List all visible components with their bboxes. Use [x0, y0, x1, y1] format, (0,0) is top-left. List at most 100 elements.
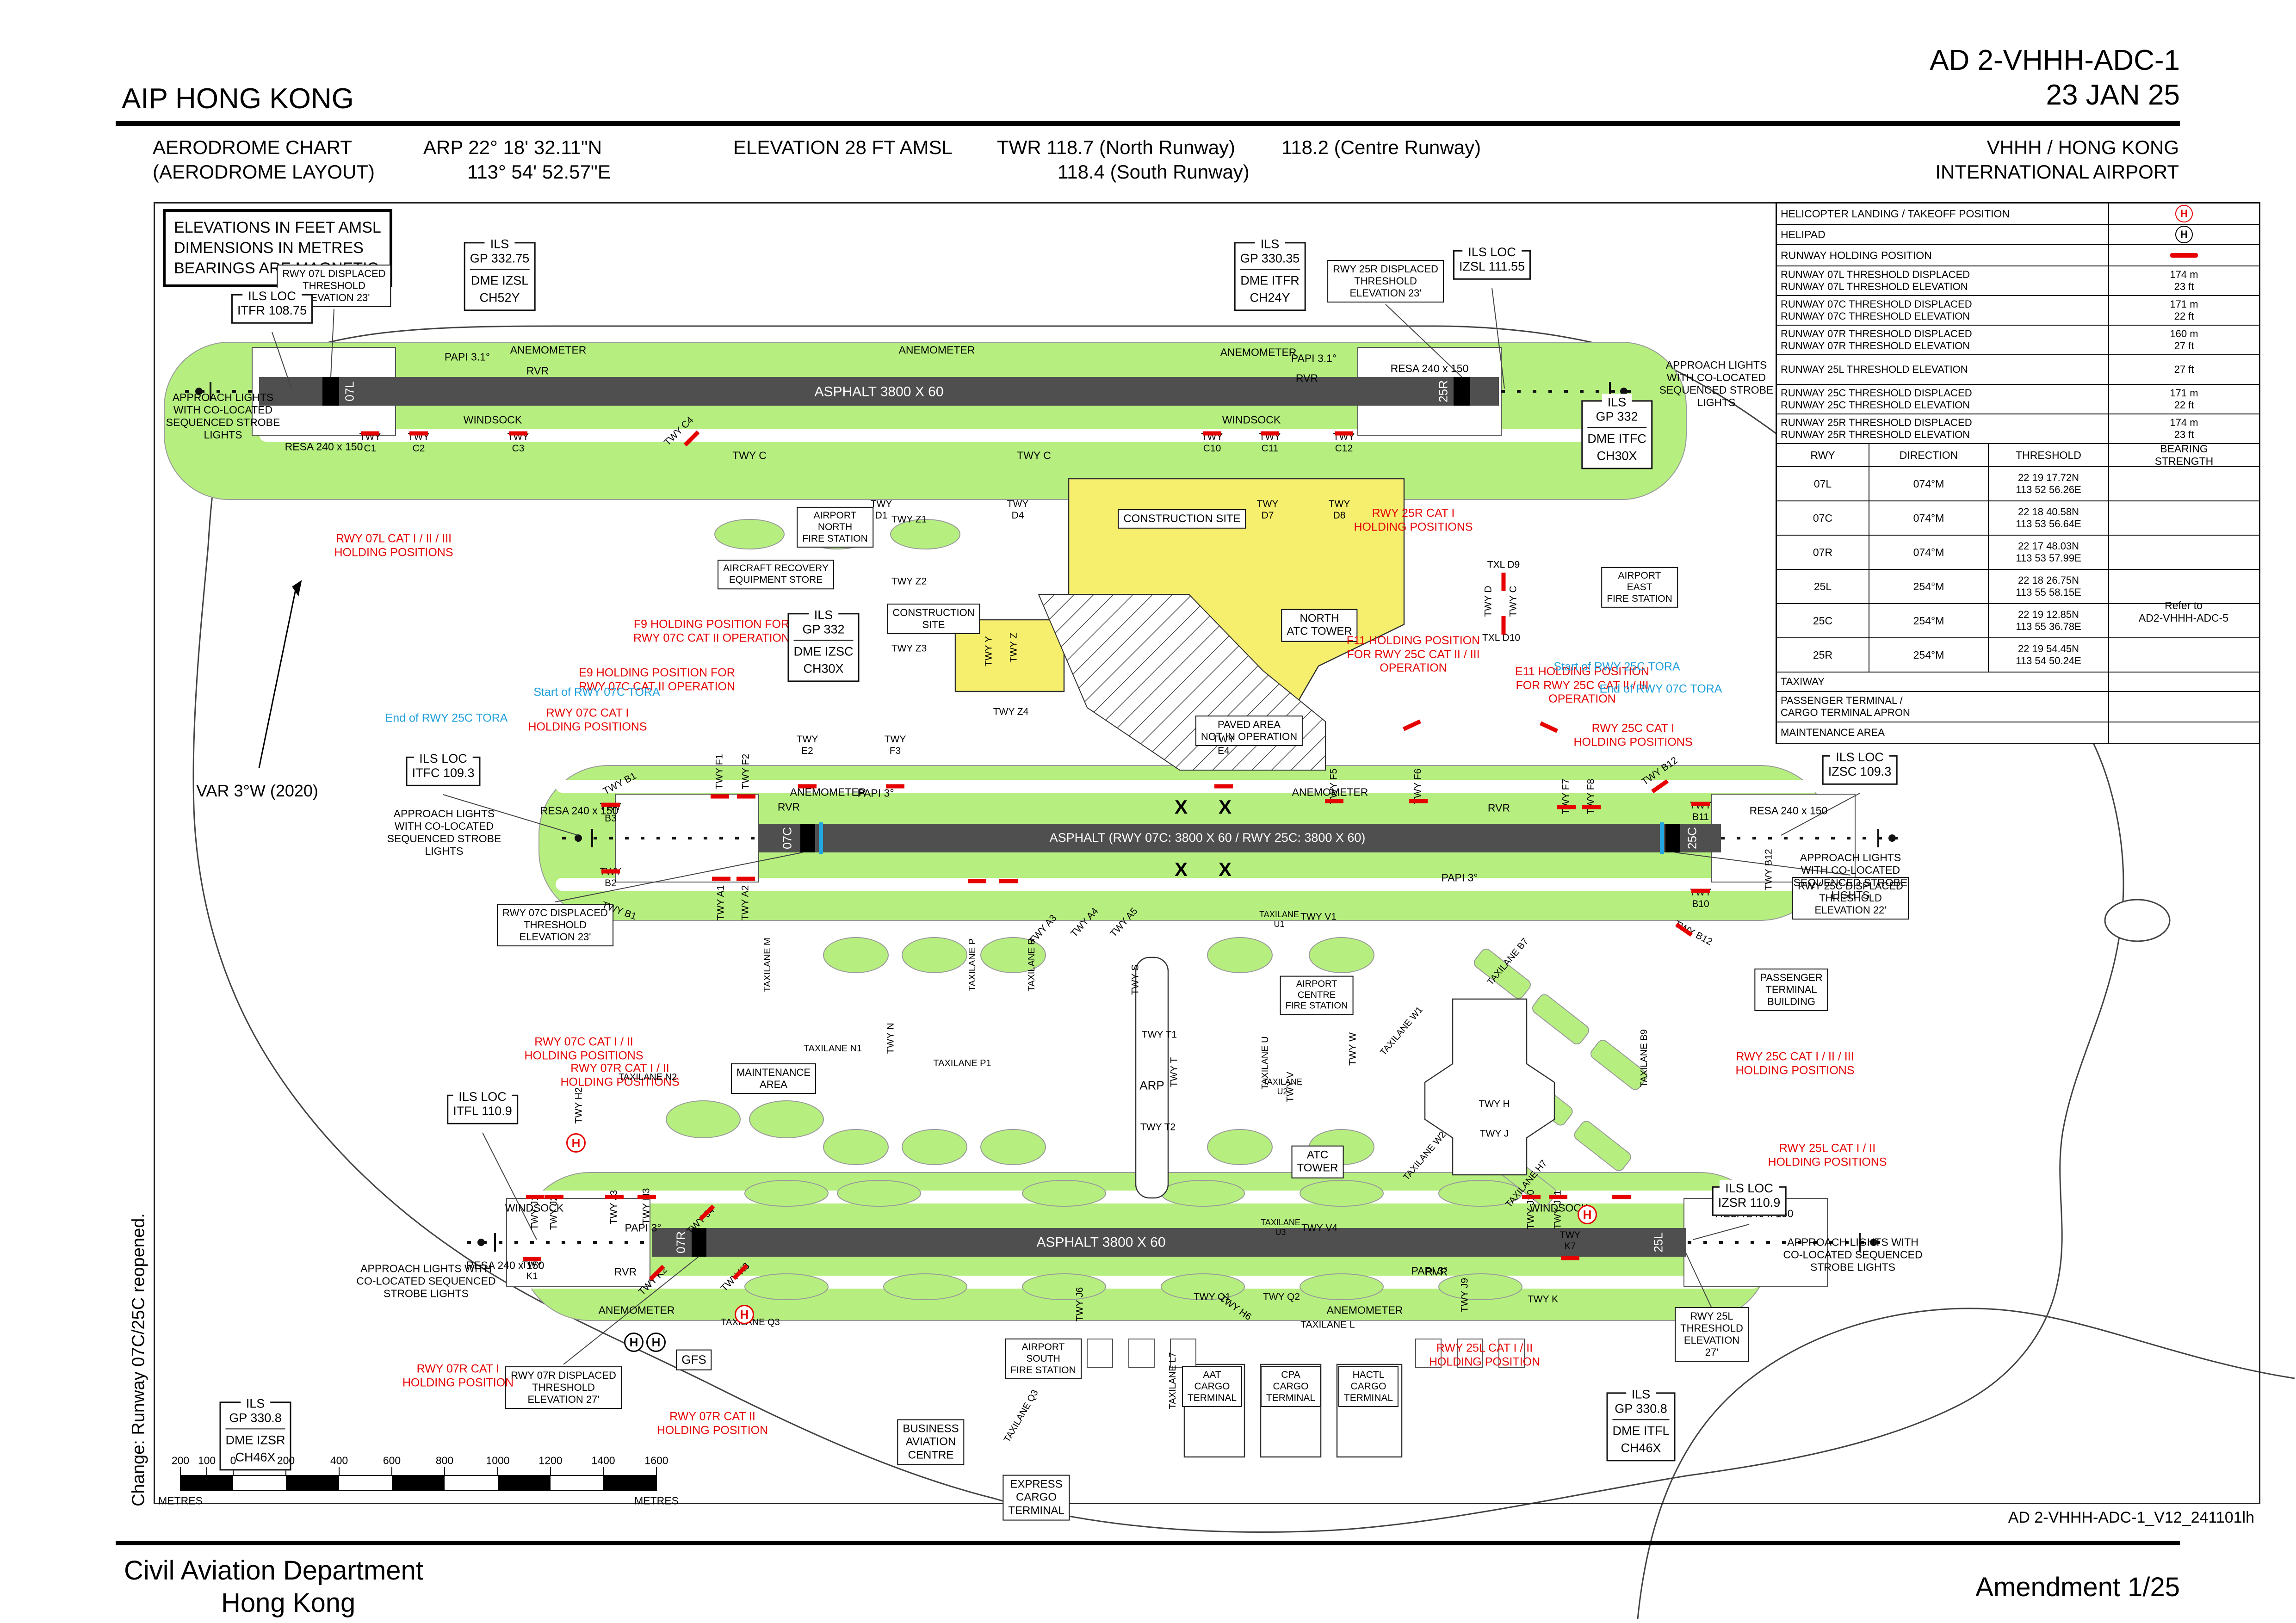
bearing-strength-cell	[2108, 501, 2259, 535]
map-label: ARP	[1139, 1078, 1164, 1092]
map-label: APPROACH LIGHTS WITH CO-LOCATED SEQUENCE…	[387, 807, 501, 858]
holding-position-label: RWY 07C CAT I HOLDING POSITIONS	[528, 706, 647, 734]
runway-holding-position-mark	[1561, 1256, 1579, 1260]
holding-position-label: RWY 07C CAT I / II HOLDING POSITIONS	[524, 1035, 644, 1062]
map-label: TWY T1	[1141, 1029, 1177, 1040]
map-label: X	[1218, 796, 1232, 818]
map-label: TWY T	[1169, 1057, 1180, 1087]
map-label: TWY J9	[1459, 1277, 1470, 1313]
map-label: APPROACH LIGHTS WITH CO-LOCATED SEQUENCE…	[1659, 358, 1774, 409]
boxed-map-label: MAINTENANCE AREA	[730, 1063, 817, 1094]
map-label: TWY C4	[662, 414, 696, 448]
south-runway-bar	[652, 1228, 1686, 1257]
map-label: TWY D1	[870, 499, 892, 521]
map-label: TWY C	[1508, 586, 1519, 617]
runway-holding-position-mark	[1402, 719, 1422, 731]
boxed-map-label: EXPRESS CARGO TERMINAL	[1003, 1475, 1070, 1521]
rwy-designator: 07R	[1813, 546, 1833, 558]
map-label: TAXILANE W2	[1401, 1129, 1448, 1183]
boxed-map-label: CONSTRUCTION SITE	[887, 604, 980, 634]
map-label: PAPI 3.1°	[444, 351, 490, 363]
map-label: TWY Z4	[993, 706, 1029, 717]
boxed-map-label: NORTH ATC TOWER	[1281, 609, 1358, 642]
map-label: TWY N	[885, 1023, 896, 1054]
map-label: TWY V1	[1300, 911, 1337, 922]
centre-runway-bar	[759, 824, 1721, 852]
map-label: TWY D8	[1328, 499, 1350, 521]
map-label: X	[1174, 796, 1188, 818]
area-legend-label: MAINTENANCE AREA	[1781, 727, 1885, 738]
runway-holding-position-mark	[712, 876, 730, 881]
map-label: TAXILANE W1	[1378, 1005, 1425, 1058]
map-label: TAXILANE U1	[1259, 909, 1299, 929]
boxed-map-label: CONSTRUCTION SITE	[1118, 509, 1246, 529]
boxed-map-label: AIRPORT NORTH FIRE STATION	[797, 506, 873, 548]
map-label: TWY W	[1347, 1032, 1358, 1066]
scale-tick-label: 1400	[591, 1454, 615, 1467]
document-reference: AD 2-VHHH-ADC-1	[1930, 44, 2180, 76]
tora-label: Start of RWY 25C TORA	[1553, 660, 1680, 673]
map-label: RVR	[1425, 1265, 1448, 1278]
runway-holding-position-mark	[798, 784, 817, 789]
map-label: TWY Z1	[891, 514, 927, 525]
scale-tick-label: 200	[277, 1454, 295, 1467]
map-label: TWY Q2	[1262, 1291, 1300, 1302]
runway-holding-position-mark	[1325, 799, 1343, 803]
holding-position-label: F11 HOLDING POSITION FOR RWY 25C CAT II …	[1346, 634, 1480, 674]
map-label: RVR	[614, 1265, 637, 1278]
map-label: TWY B1	[601, 770, 638, 797]
ils-box-title: ILS	[240, 1395, 271, 1412]
issuing-authority-location: Hong Kong	[221, 1588, 356, 1618]
runway-holding-position-mark	[1612, 1195, 1631, 1199]
amendment-number: Amendment 1/25	[1975, 1572, 2180, 1602]
rwy-table-header: RWY	[1810, 449, 1835, 461]
ils-box-title: ILS LOC	[453, 1088, 512, 1105]
twr-frequency-south: 118.4 (South Runway)	[1058, 161, 1250, 183]
taxiway-corridors	[260, 429, 1820, 1289]
map-label: TWY C	[732, 449, 767, 462]
ils-box-title: ILS	[1626, 1386, 1656, 1403]
map-label: TWY Q1	[1193, 1291, 1231, 1302]
file-reference: AD 2-VHHH-ADC-1_V12_241101lh	[2008, 1509, 2254, 1526]
map-label: TWY A4	[1069, 906, 1101, 939]
runway-holding-position-mark	[1409, 799, 1428, 803]
boxed-map-label: GFS	[676, 1349, 712, 1370]
legend-symbol-hblk: H	[2108, 225, 2259, 244]
runway-holding-position-mark	[999, 879, 1018, 883]
map-label: PAPI 3.1°	[1291, 352, 1337, 364]
runway-holding-position-mark	[1582, 805, 1601, 809]
rwy-designator: 07C	[1813, 512, 1833, 524]
holding-position-label: RWY 25L CAT I / II HOLDING POSITION	[1429, 1341, 1541, 1369]
map-label: TWY K2	[636, 1264, 670, 1298]
map-label: ANEMOMETER	[1292, 786, 1368, 798]
tora-label: Start of RWY 07C TORA	[533, 685, 660, 699]
map-label: TWY D7	[1256, 499, 1279, 521]
rwy-table-header: BEARING STRENGTH	[2108, 443, 2259, 467]
ils-box-title: ILS	[1255, 235, 1285, 253]
holding-position-label: E11 HOLDING POSITION FOR RWY 25C CAT II …	[1515, 665, 1649, 705]
map-label: TWY K	[1527, 1294, 1559, 1305]
map-label: ANEMOMETER	[1326, 1304, 1403, 1316]
scale-tick-label: 0	[230, 1454, 236, 1467]
tora-label: End of RWY 25C TORA	[385, 711, 508, 725]
variation-arrow	[258, 580, 302, 768]
threshold-label: RUNWAY 25L THRESHOLD ELEVATION	[1781, 364, 1968, 375]
ils-box-title: ILS LOC	[1462, 243, 1522, 261]
map-label: TAXILANE P	[967, 938, 978, 992]
map-label: TWY F3	[884, 734, 906, 756]
map-label: WINDSOCK	[1222, 413, 1281, 426]
map-label: TWY D4	[1007, 499, 1029, 521]
issuing-authority: Civil Aviation Department	[124, 1555, 423, 1586]
legend-label: HELIPAD	[1781, 228, 1826, 241]
boxed-map-label: AIRPORT CENTRE FIRE STATION	[1280, 975, 1354, 1015]
map-label: TAXILANE L	[1300, 1319, 1355, 1330]
map-label: TWY F2	[740, 753, 751, 790]
map-label: TAXILANE M	[762, 938, 773, 992]
runway-holding-position-mark	[1557, 805, 1576, 809]
